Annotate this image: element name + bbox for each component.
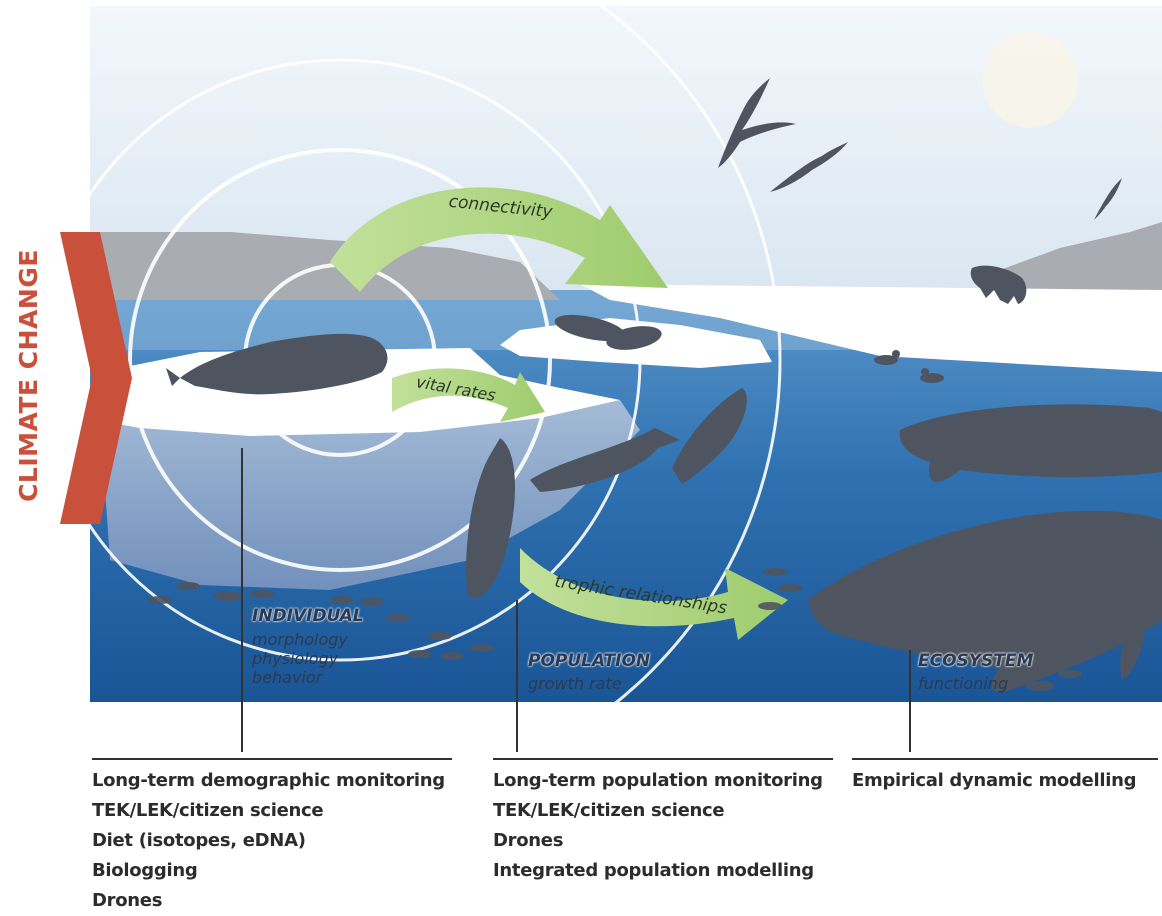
ecosystem-subs: functioning: [918, 674, 1009, 693]
method-item: Diet (isotopes, eDNA): [92, 830, 306, 851]
method-item: Long-term demographic monitoring: [92, 770, 445, 791]
seals-swimming: [466, 388, 747, 598]
polar-bear: [970, 265, 1027, 304]
vital-rates-arrow: [392, 368, 545, 422]
population-methods: Long-term population monitoring TEK/LEK/…: [493, 758, 833, 886]
method-item: TEK/LEK/citizen science: [92, 800, 324, 821]
trophic-arrow: [520, 548, 788, 640]
fish-schools: [148, 568, 1082, 691]
ecosystem-title: ECOSYSTEM: [918, 651, 1034, 671]
population-rule: [493, 758, 833, 760]
method-item: Long-term population monitoring: [493, 770, 823, 791]
population-subs: growth rate: [528, 674, 622, 693]
individual-subs: morphology physiology behavior: [252, 630, 348, 687]
individual-rule: [92, 758, 452, 760]
climate-change-label: CLIMATE CHANGE: [13, 248, 43, 502]
ice-shelf-right: [580, 284, 1162, 372]
seal-pair-small-floe: [554, 314, 662, 350]
method-item: Biologging: [92, 860, 198, 881]
method-item: Drones: [493, 830, 564, 851]
whale-upper: [899, 404, 1162, 482]
method-item: Drones: [92, 890, 163, 911]
population-title: POPULATION: [528, 651, 651, 671]
method-item: Integrated population modelling: [493, 860, 814, 881]
climate-change-arrow: [60, 232, 132, 524]
seal-on-ice: [166, 333, 388, 395]
ecosystem-methods: Empirical dynamic modelling: [852, 758, 1158, 796]
ducks: [874, 350, 944, 383]
whale-lower: [808, 510, 1162, 692]
ecosystem-rule: [852, 758, 1158, 760]
squid: [1120, 626, 1145, 680]
sun: [982, 32, 1078, 128]
method-item: TEK/LEK/citizen science: [493, 800, 725, 821]
mountain-right: [980, 222, 1162, 300]
connectivity-arrow: [330, 187, 668, 292]
scale-rings: [0, 0, 780, 800]
birds: [718, 78, 1122, 220]
individual-title: INDIVIDUAL: [252, 606, 364, 626]
method-item: Empirical dynamic modelling: [852, 770, 1137, 791]
individual-methods: Long-term demographic monitoring TEK/LEK…: [92, 758, 452, 916]
